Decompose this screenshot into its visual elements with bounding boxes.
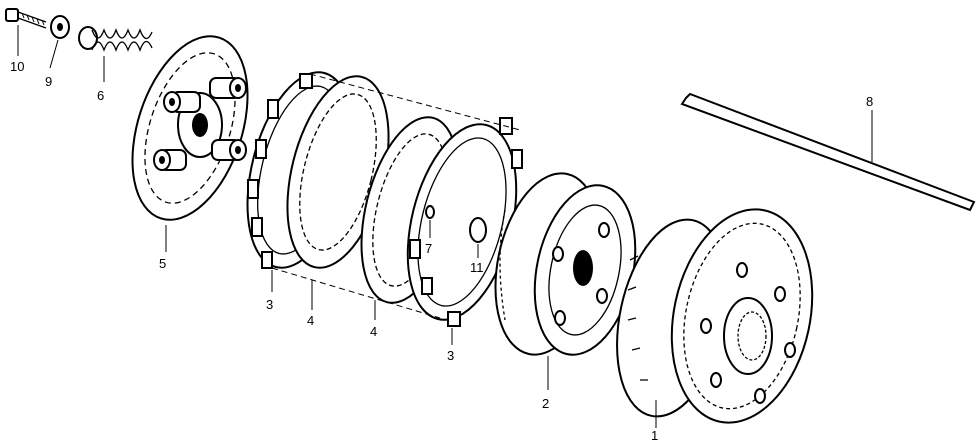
callout-9: 9 — [45, 74, 52, 89]
part-bolt — [5, 8, 47, 56]
assembly-guide-lines — [271, 73, 521, 319]
part-pin — [425, 205, 479, 238]
part-clip — [469, 217, 487, 258]
part-spring — [78, 26, 153, 82]
callout-5: 5 — [159, 256, 166, 271]
callout-1: 1 — [651, 428, 658, 443]
part-washer — [49, 15, 70, 69]
callout-4-right: 4 — [370, 324, 377, 339]
callout-2: 2 — [542, 396, 549, 411]
callout-6: 6 — [97, 88, 104, 103]
callout-3-right: 3 — [447, 348, 454, 363]
part-clutch-center — [494, 172, 637, 390]
callout-10: 10 — [10, 59, 24, 74]
part-pressure-plate — [131, 35, 249, 252]
callout-3-left: 3 — [266, 297, 273, 312]
callout-7: 7 — [425, 241, 432, 256]
part-clutch-outer — [616, 208, 814, 428]
callout-4-left: 4 — [307, 313, 314, 328]
callout-11: 11 — [470, 260, 484, 275]
callout-8: 8 — [866, 94, 873, 109]
part-push-rod — [680, 92, 976, 212]
